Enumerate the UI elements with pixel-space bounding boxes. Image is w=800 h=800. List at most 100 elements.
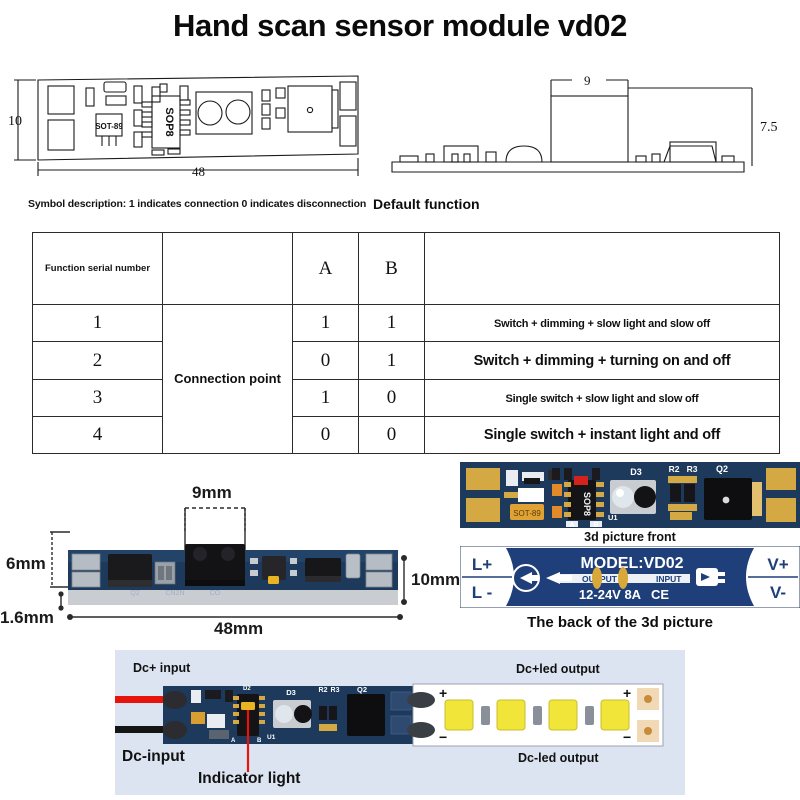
silk-d3-wiring: D3 xyxy=(286,688,296,697)
technical-drawings: 10 48 9 7.5 SOP8 SOT-89 xyxy=(0,58,800,183)
default-function-label: Default function xyxy=(373,196,480,212)
serial-value-2: 2 xyxy=(92,349,103,371)
cell-b-2: 1 xyxy=(358,341,425,380)
function-table: Function serial number A B 1 Connection … xyxy=(32,231,780,455)
label-indicator-light: Indicator light xyxy=(198,770,301,787)
silk-d2-wiring: D2 xyxy=(243,686,251,692)
table-row: 1 Connection point 1 1 Switch + dimming … xyxy=(32,304,780,454)
header-connection-blank xyxy=(162,231,293,306)
silkscreen-sop8: SOP8 xyxy=(163,107,175,136)
wire-black xyxy=(115,726,165,733)
cell-b-3: 0 xyxy=(358,378,425,417)
table-row: 3 1 0 Single switch + slow light and slo… xyxy=(32,378,780,417)
dimension-label-board-length: 48mm xyxy=(214,619,264,638)
wire-red xyxy=(115,696,165,703)
table-row: 4 0 0 Single switch + instant light and … xyxy=(32,415,780,455)
cell-a-1: 1 xyxy=(292,304,359,343)
wiring-diagram-svg: U1 A B D2 D3 R2 R3 Q2 xyxy=(115,683,664,772)
b-value-1: 1 xyxy=(386,312,397,334)
silk-r3-wiring: R3 xyxy=(331,687,340,694)
label-rating: 12-24V 8A xyxy=(579,587,642,602)
wiring-diagram: U1 A B D2 D3 R2 R3 Q2 xyxy=(115,650,685,795)
silkscreen-sot89: SOT-89 xyxy=(95,122,123,131)
b-value-4: 0 xyxy=(386,423,397,445)
cell-function-3: Single switch + slow light and slow off xyxy=(424,378,780,417)
dim-text-10: 10 xyxy=(8,114,22,129)
header-point-a: A xyxy=(292,231,359,306)
serial-value-1: 1 xyxy=(92,312,103,334)
cell-connection-point: Connection point xyxy=(162,304,293,454)
function-value-4: Single switch + instant light and off xyxy=(483,426,721,443)
cell-a-4: 0 xyxy=(292,415,359,455)
pcb-3d-front-svg: SOT-89 SOP8 A B U1 D3 xyxy=(460,462,800,529)
table-row: 2 0 1 Switch + dimming + turning on and … xyxy=(32,341,780,380)
a-value-2: 0 xyxy=(320,349,331,371)
dimension-label-board-width: 10mm xyxy=(411,570,461,589)
tech-drawing-svg: 10 48 9 7.5 SOP8 SOT-89 xyxy=(8,73,778,179)
cell-a-2: 0 xyxy=(292,341,359,380)
cell-b-4: 0 xyxy=(358,415,425,455)
cell-b-1: 1 xyxy=(358,304,425,343)
symbol-description-row: Symbol description: 1 indicates connecti… xyxy=(28,196,788,218)
a-value-3: 1 xyxy=(320,386,331,408)
label-dc-minus-led-output: Dc-led output xyxy=(518,751,599,765)
silk-d3: D3 xyxy=(630,467,642,477)
label-load-minus: L - xyxy=(472,583,492,602)
b-value-3: 0 xyxy=(386,386,397,408)
header-function-serial-number: Function serial number xyxy=(32,231,163,306)
silk-cn: CN2N xyxy=(165,590,184,597)
strip-plus-right: + xyxy=(623,685,631,701)
strip-minus-right: − xyxy=(623,729,631,745)
cell-serial-3: 3 xyxy=(32,378,163,417)
pcb-3d-front-image: SOT-89 SOP8 A B U1 D3 xyxy=(460,462,800,529)
label-load-plus: L+ xyxy=(472,555,492,574)
label-dc-plus-led-output: Dc+led output xyxy=(516,662,600,676)
label-dc-minus-input: Dc-input xyxy=(122,748,185,765)
cell-serial-1: 1 xyxy=(32,304,163,343)
label-model: MODEL:VD02 xyxy=(580,555,683,572)
silk-r3: R3 xyxy=(687,464,698,474)
cell-function-4: Single switch + instant light and off xyxy=(424,415,780,455)
dimension-label-board-height: 6mm xyxy=(6,554,46,573)
dim-text-7-5: 7.5 xyxy=(760,120,778,135)
strip-minus-left: − xyxy=(439,729,447,745)
function-value-1: Switch + dimming + slow light and slow o… xyxy=(494,318,710,331)
silk-b-wiring: B xyxy=(257,738,262,744)
pcb-3d-back-image: L+ L - V+ V- MODEL:VD02 OUTPUT INPUT 12-… xyxy=(459,545,800,609)
cell-serial-2: 2 xyxy=(32,341,163,380)
b-value-2: 1 xyxy=(386,349,397,371)
header-point-a-label: A xyxy=(318,257,333,279)
function-value-2: Switch + dimming + turning on and off xyxy=(473,352,731,369)
cell-function-2: Switch + dimming + turning on and off xyxy=(424,341,780,380)
silk-pad-a: A xyxy=(569,522,574,528)
table-header-row: Function serial number A B xyxy=(32,231,780,306)
label-ce-mark: CE xyxy=(651,587,669,602)
serial-value-4: 4 xyxy=(92,423,103,445)
dimension-label-sensor-window: 9mm xyxy=(192,483,232,502)
function-value-3: Single switch + slow light and slow off xyxy=(505,392,699,405)
serial-value-3: 3 xyxy=(92,386,103,408)
silk-a-wiring: A xyxy=(231,738,236,744)
header-point-b-label: B xyxy=(385,257,398,279)
header-function-blank xyxy=(424,231,780,306)
strip-plus-left: + xyxy=(439,685,447,701)
silk-sot89-front: SOT-89 xyxy=(513,509,541,518)
silk-co: CO xyxy=(210,590,221,597)
silk-u1: U1 xyxy=(608,513,618,522)
dim-text-48: 48 xyxy=(192,164,205,179)
silk-u1-wiring: U1 xyxy=(267,734,276,741)
silk-r2-wiring: R2 xyxy=(319,687,328,694)
a-value-1: 1 xyxy=(320,312,331,334)
silk-r2: R2 xyxy=(669,464,680,474)
pcb-dimension-diagram: Q2 CN2N CO xyxy=(0,462,452,642)
connection-point-label: Connection point xyxy=(174,371,281,387)
pcb-dimension-svg: Q2 CN2N CO xyxy=(50,507,407,620)
label-dc-plus-input: Dc+ input xyxy=(133,661,191,675)
cell-a-3: 1 xyxy=(292,378,359,417)
a-value-4: 0 xyxy=(320,423,331,445)
dimension-label-board-thickness: 1.6mm xyxy=(0,608,54,627)
label-input: INPUT xyxy=(656,574,682,584)
silk-q2-wiring: Q2 xyxy=(357,685,367,694)
header-point-b: B xyxy=(358,231,425,306)
label-supply-plus: V+ xyxy=(767,555,788,574)
